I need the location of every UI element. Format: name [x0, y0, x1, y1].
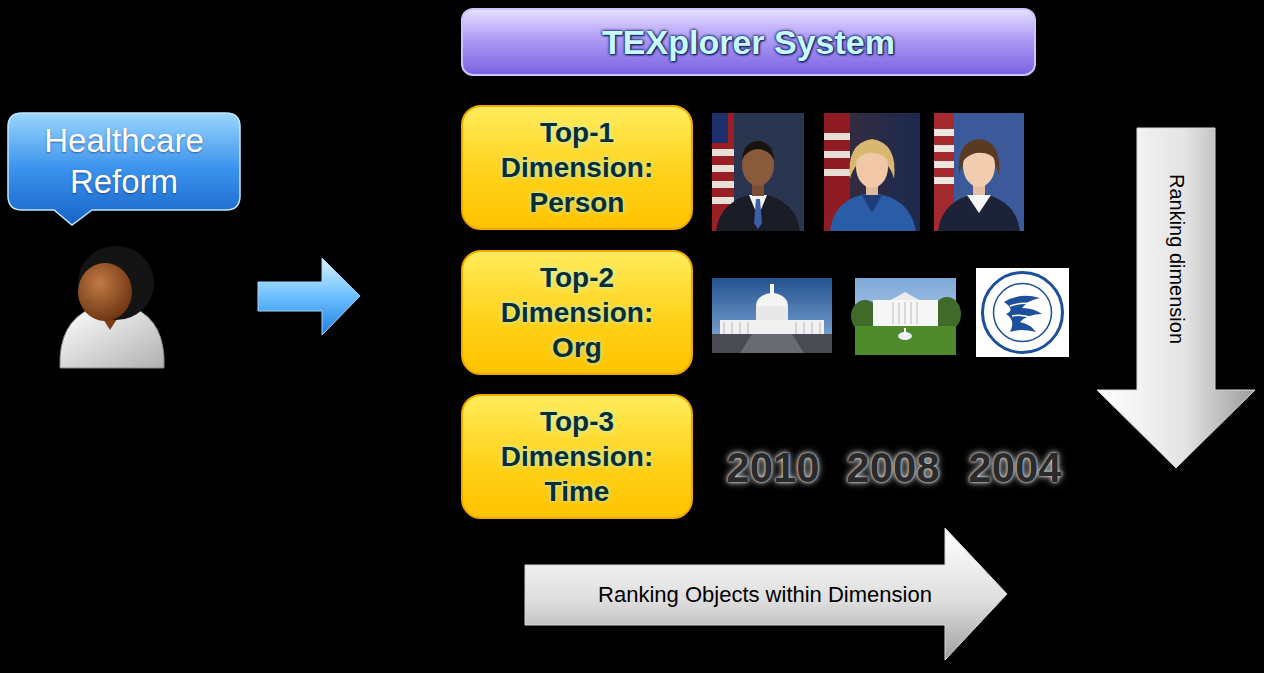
dimension-label: Top-3 Dimension: Time — [485, 404, 669, 509]
person-photo — [712, 149, 734, 156]
arrow-label: Ranking Objects within Dimension — [598, 582, 932, 608]
text-group: Ranking dimension — [1165, 174, 1188, 344]
white-house-photo — [855, 326, 956, 355]
user-icon — [78, 246, 154, 320]
year-label: 2004 — [968, 444, 1061, 492]
system-title: TEXplorer System — [602, 23, 895, 62]
text-group: TEXplorer System — [602, 23, 895, 62]
text-group: Top-2 Dimension: Org — [485, 260, 669, 365]
person-photo — [712, 181, 734, 188]
text-group: Top-3 Dimension: Time — [485, 404, 669, 509]
capitol-photo — [724, 322, 820, 334]
dimension-box: Top-1 Dimension: Person — [461, 105, 693, 230]
year-label: 2008 — [846, 444, 939, 492]
arrow-outline — [525, 528, 1007, 660]
white-house-photo — [904, 328, 906, 336]
white-house-photo — [873, 300, 938, 326]
person-photo — [712, 113, 804, 231]
white-house-photo — [891, 292, 919, 300]
person-photo — [934, 113, 1024, 231]
person-photo — [856, 143, 890, 163]
person-photo — [934, 113, 1024, 231]
capitol-photo — [712, 278, 832, 353]
year-label: 2010 — [726, 444, 819, 492]
hhs-seal — [994, 284, 1052, 342]
person-photo — [712, 165, 734, 172]
person-photo — [712, 197, 734, 204]
person-photo — [716, 193, 800, 231]
person-photo — [967, 195, 991, 213]
person-photo — [712, 113, 804, 231]
dimension-box: Top-3 Dimension: Time — [461, 394, 693, 519]
capitol-photo — [770, 284, 774, 294]
ranking-arrow: Ranking Objects within Dimension — [525, 528, 1007, 660]
dimension-box: Top-2 Dimension: Org — [461, 250, 693, 375]
person-photo — [742, 141, 774, 160]
speech-bubble: Healthcare Reform — [8, 113, 240, 225]
person-photo — [934, 177, 954, 184]
text-group: Top-1 Dimension: Person — [485, 115, 669, 220]
person-photo — [862, 195, 882, 213]
person-photo — [824, 133, 850, 140]
person-photo — [824, 113, 920, 231]
person-photo — [824, 169, 850, 176]
person-photo — [934, 145, 954, 152]
hhs-seal — [1004, 296, 1042, 332]
person-photo — [963, 143, 997, 161]
user-icon — [78, 263, 132, 321]
person-photo — [824, 113, 920, 231]
capitol-photo — [756, 306, 788, 322]
hhs-seal — [976, 268, 1069, 357]
arrow-outline — [1097, 128, 1255, 468]
capitol-photo — [740, 334, 804, 353]
hhs-seal — [1010, 303, 1032, 318]
person-photo — [830, 193, 916, 231]
capitol-photo — [720, 320, 824, 334]
person-photo — [938, 193, 1020, 231]
person-photo — [712, 113, 728, 143]
capitol-photo — [712, 278, 832, 353]
hhs-seal — [983, 273, 1063, 353]
flow-arrow — [258, 258, 360, 335]
dimension-label: Top-2 Dimension: Org — [485, 260, 669, 365]
year-label-holder: 2004 — [968, 444, 1061, 492]
arrow-label: Ranking dimension — [1165, 174, 1188, 344]
white-house-photo — [851, 278, 961, 355]
year-label-holder: 2008 — [846, 444, 939, 492]
hhs-seal — [976, 268, 1069, 357]
person-photo — [934, 161, 954, 168]
system-banner: TEXplorer System — [461, 8, 1036, 76]
flow-arrow — [258, 258, 360, 335]
white-house-photo — [893, 302, 917, 324]
dimension-label: Top-1 Dimension: Person — [485, 115, 669, 220]
ranking-arrow: Ranking dimension — [1097, 128, 1255, 468]
person-photo — [754, 199, 762, 229]
bubble-outline — [8, 113, 240, 225]
person-photo — [934, 129, 954, 136]
person-photo — [824, 151, 850, 158]
text-group: Ranking Objects within Dimension — [598, 582, 932, 608]
query-text: Healthcare Reform — [16, 121, 232, 202]
user-icon — [60, 246, 164, 368]
capitol-photo — [712, 334, 832, 353]
year-label-holder: 2010 — [726, 444, 819, 492]
text-group: Healthcare Reform — [16, 121, 232, 202]
